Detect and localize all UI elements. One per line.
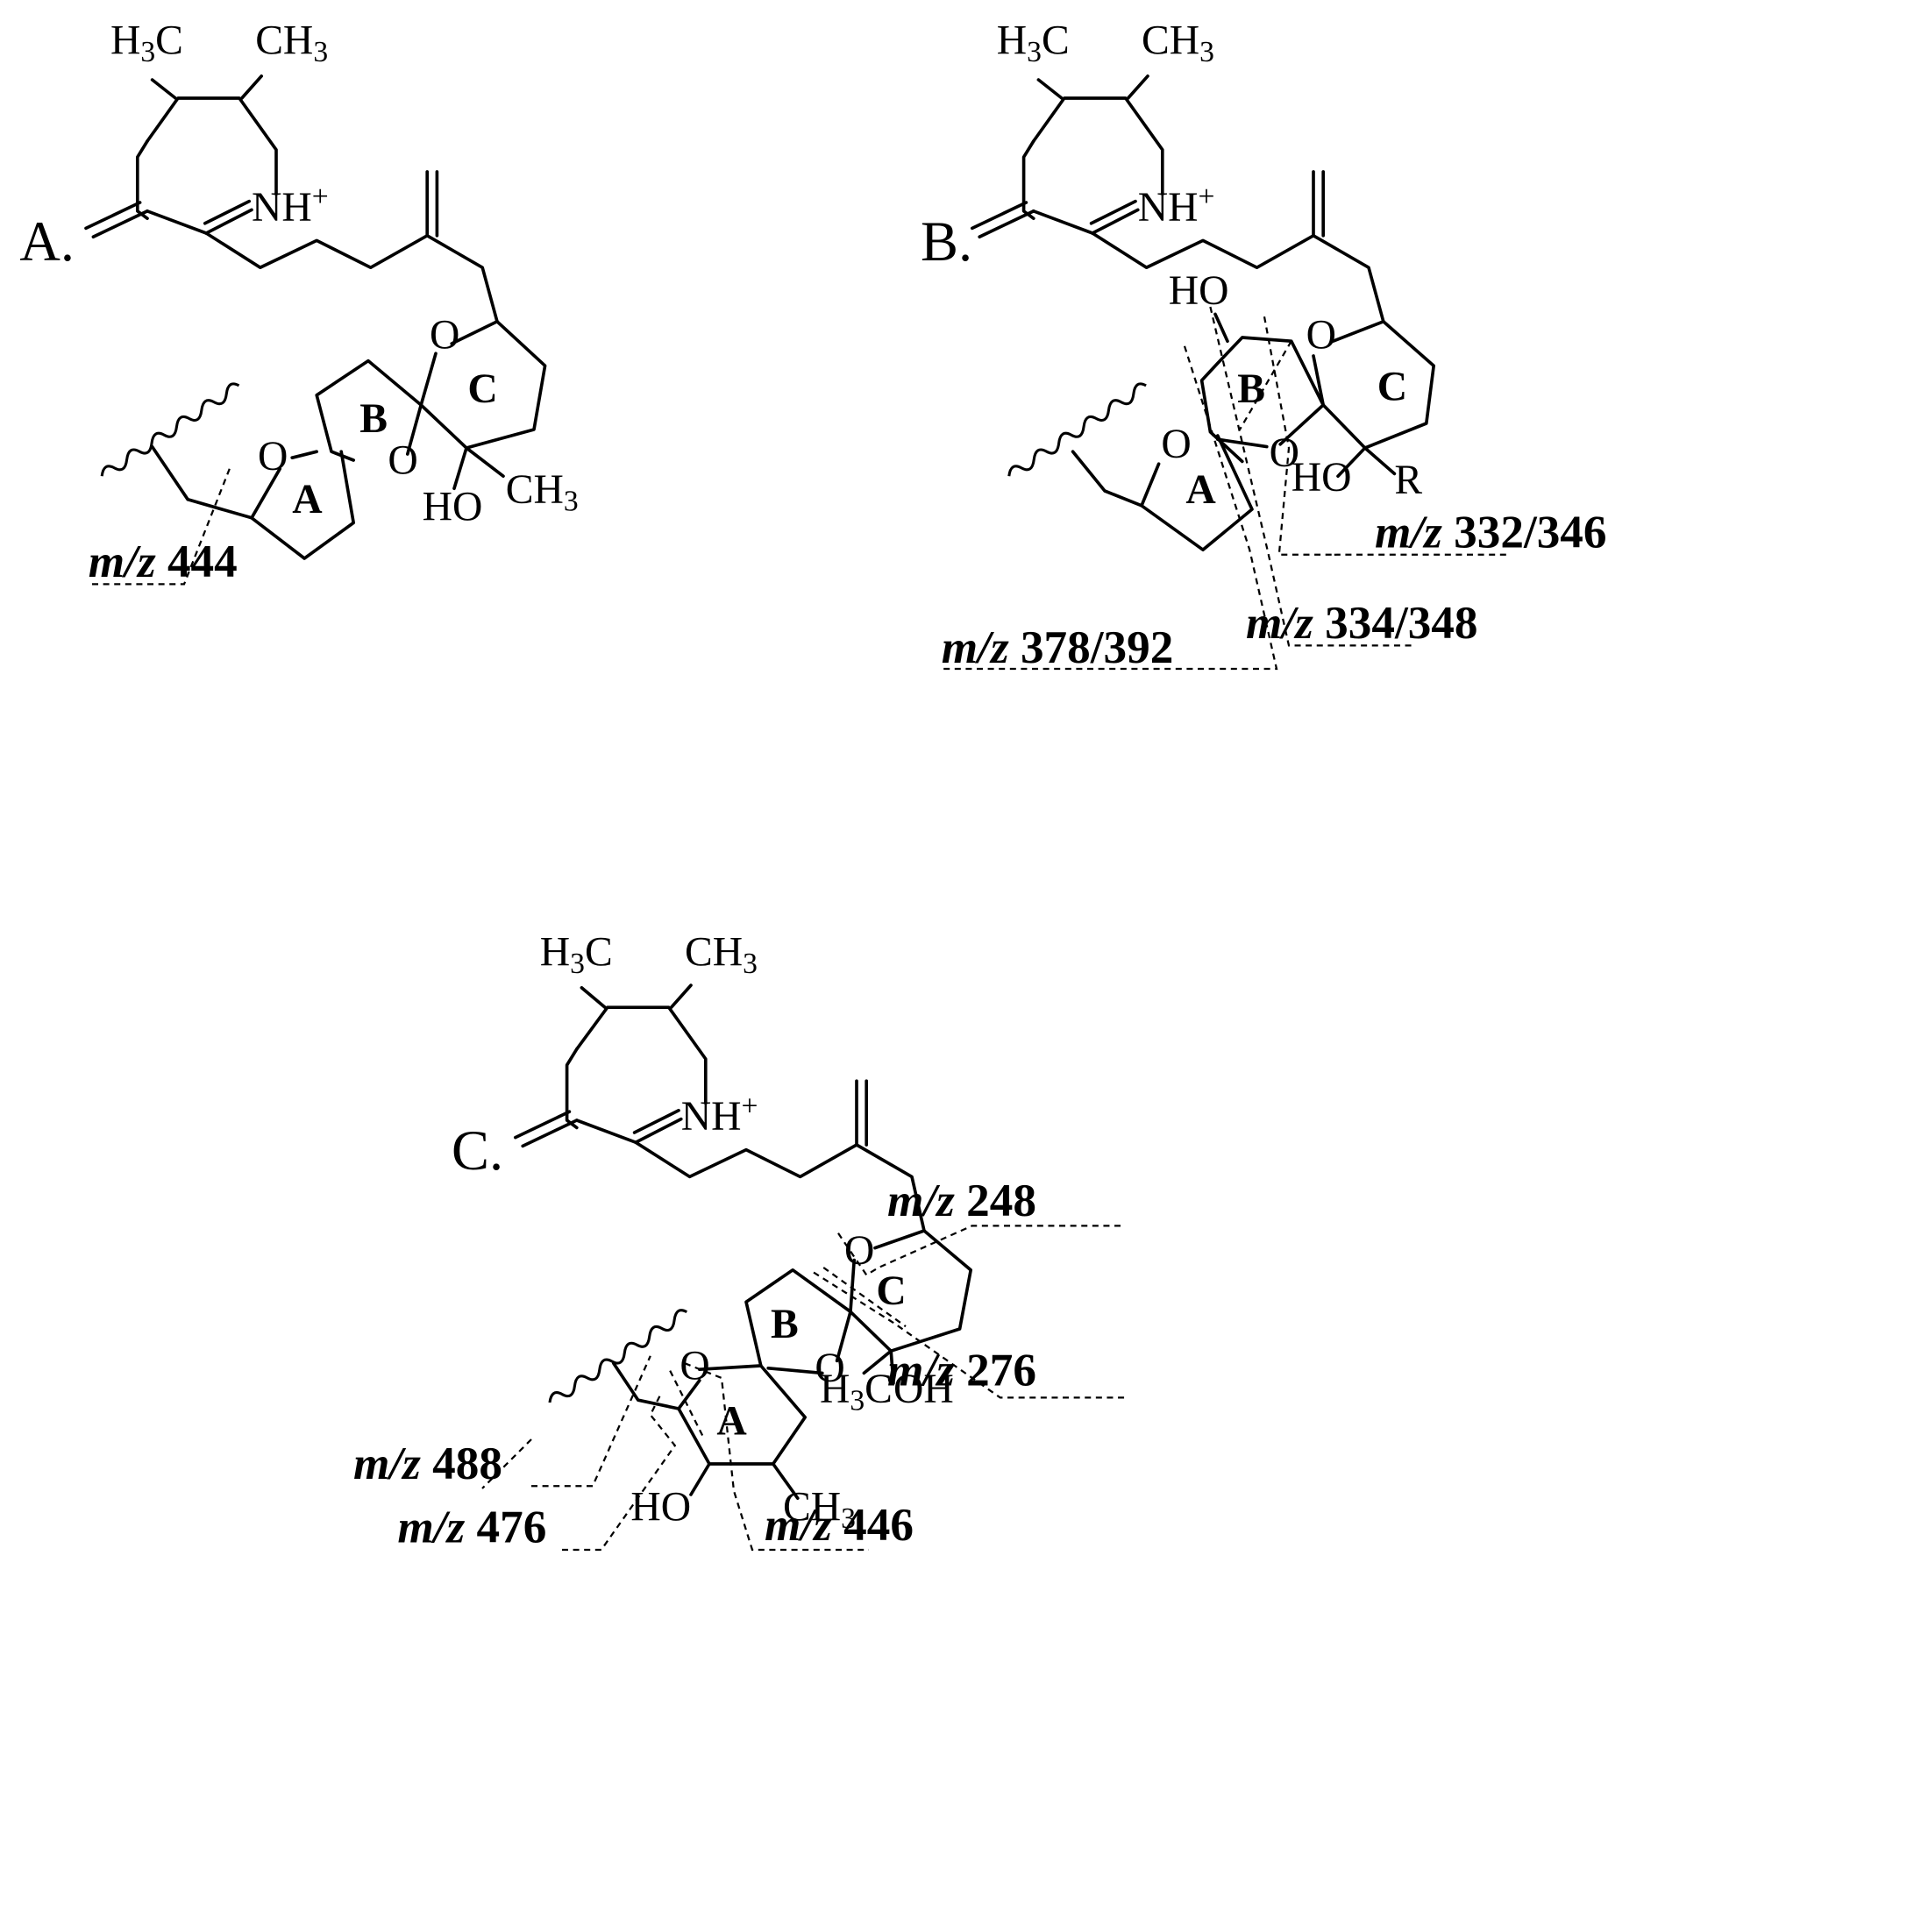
panel-c-fragment-248-label: m/z 248: [887, 1175, 1036, 1226]
panel-b-fragment-378-label: m/z 378/392: [942, 622, 1173, 673]
panel-a-ring-c-label: C: [467, 366, 497, 412]
panel-a-fragment-444-label: m/z 444: [89, 536, 238, 587]
panel-a-nh-label: NH+: [252, 181, 329, 231]
panel-a-label: A.: [19, 210, 75, 273]
panel-b-label: B.: [921, 210, 972, 273]
panel-c-h3c-label: H3C: [540, 930, 613, 980]
panel-c-fragment-488-line: [530, 1355, 651, 1488]
panel-b-o-ring-a: O: [1161, 422, 1191, 467]
panel-c-fragment-476-label: m/z 476: [397, 1502, 546, 1553]
panel-c-ho-label: HO: [630, 1484, 691, 1530]
panel-b-ring-b-label: B: [1237, 366, 1265, 412]
panel-c-ring-a-label: A: [716, 1398, 747, 1444]
panel-b-o-ring-c: O: [1306, 313, 1336, 359]
panel-a-o-ring-b: O: [388, 437, 417, 483]
panel-c-fragment-248-line: [837, 1225, 1121, 1276]
panel-a-ch3-lower-label: CH3: [506, 467, 579, 517]
panel-b-fragment-378-line: [941, 345, 1278, 671]
panel-a-ring-a-label: A: [292, 477, 323, 522]
panel-c-fragment-276-label: m/z 276: [887, 1344, 1036, 1396]
panel-a-ch3-label: CH3: [255, 18, 328, 68]
panel-a: A. H3C CH3 NH+: [19, 18, 578, 587]
panel-b: B. H3C CH3 NH+: [921, 18, 1607, 673]
panel-c-h3c-lower-label: H3C: [820, 1367, 893, 1417]
panel-c-ring-c-label: C: [876, 1268, 906, 1314]
panel-c-ring-b-label: B: [771, 1302, 799, 1347]
panel-b-fragment-334-label: m/z 334/348: [1246, 597, 1478, 649]
panel-b-ring-a-label: A: [1185, 467, 1216, 513]
panel-b-fragment-332-cut: [1239, 340, 1292, 430]
panel-c-oh-label: OH: [893, 1367, 954, 1412]
panel-c-nh-label: NH+: [681, 1090, 758, 1140]
panel-c-label: C.: [452, 1119, 503, 1182]
panel-c-fragment-476-line: [561, 1395, 677, 1552]
panel-c-ch3-lower-label: CH3: [783, 1484, 856, 1534]
panel-c-fragment-488-tail: [481, 1438, 532, 1489]
panel-b-r-label: R: [1394, 458, 1422, 503]
panel-b-h3c-label: H3C: [997, 18, 1070, 68]
panel-a-o-ring-a: O: [258, 434, 288, 479]
panel-c-fragment-488-label: m/z 488: [353, 1438, 502, 1489]
panel-b-fragment-334-line: [1209, 306, 1416, 647]
panel-c-fragment-446-label: m/z 446: [765, 1499, 914, 1551]
panel-c-fragment-446-line: [684, 1362, 869, 1552]
panel-a-h3c-label: H3C: [110, 18, 183, 68]
panel-c-fragment-276-line-b: [822, 1267, 907, 1328]
panel-b-o-ring-b: O: [1270, 430, 1299, 476]
panel-c-ring-system: [611, 1229, 973, 1501]
panel-b-ring-c-label: C: [1377, 364, 1407, 409]
panel-c-fragment-276-line: [813, 1271, 1125, 1399]
panel-a-ring-b-label: B: [359, 396, 388, 442]
panel-a-ho-label: HO: [423, 485, 483, 530]
panel-b-fragment-332-line: [1263, 316, 1334, 556]
panel-c-fragment-446-cut: [669, 1370, 706, 1440]
panel-b-fragment-332-label: m/z 332/346: [1375, 506, 1607, 558]
panel-b-ch3-label: CH3: [1142, 18, 1214, 68]
panel-c-ch3-label: CH3: [685, 930, 758, 980]
panel-b-ho-label: HO: [1291, 455, 1352, 501]
panel-b-ho-top-label: HO: [1169, 268, 1229, 314]
panel-a-ring-system: [150, 319, 547, 560]
panel-c-o-ring-c: O: [844, 1228, 874, 1274]
panel-c-o-ring-a: O: [680, 1343, 709, 1389]
panel-b-nh-label: NH+: [1138, 181, 1215, 231]
panel-a-o-ring-c: O: [430, 313, 459, 359]
panel-c-o-ring-b: O: [815, 1346, 844, 1391]
panel-c: C. H3C CH3 NH+: [353, 930, 1125, 1553]
panel-a-fragment-444-line: [88, 468, 231, 586]
panel-c-imine-ring: [513, 984, 926, 1232]
panel-b-imine-ring: [970, 74, 1385, 323]
panel-a-imine-ring: [84, 74, 499, 323]
